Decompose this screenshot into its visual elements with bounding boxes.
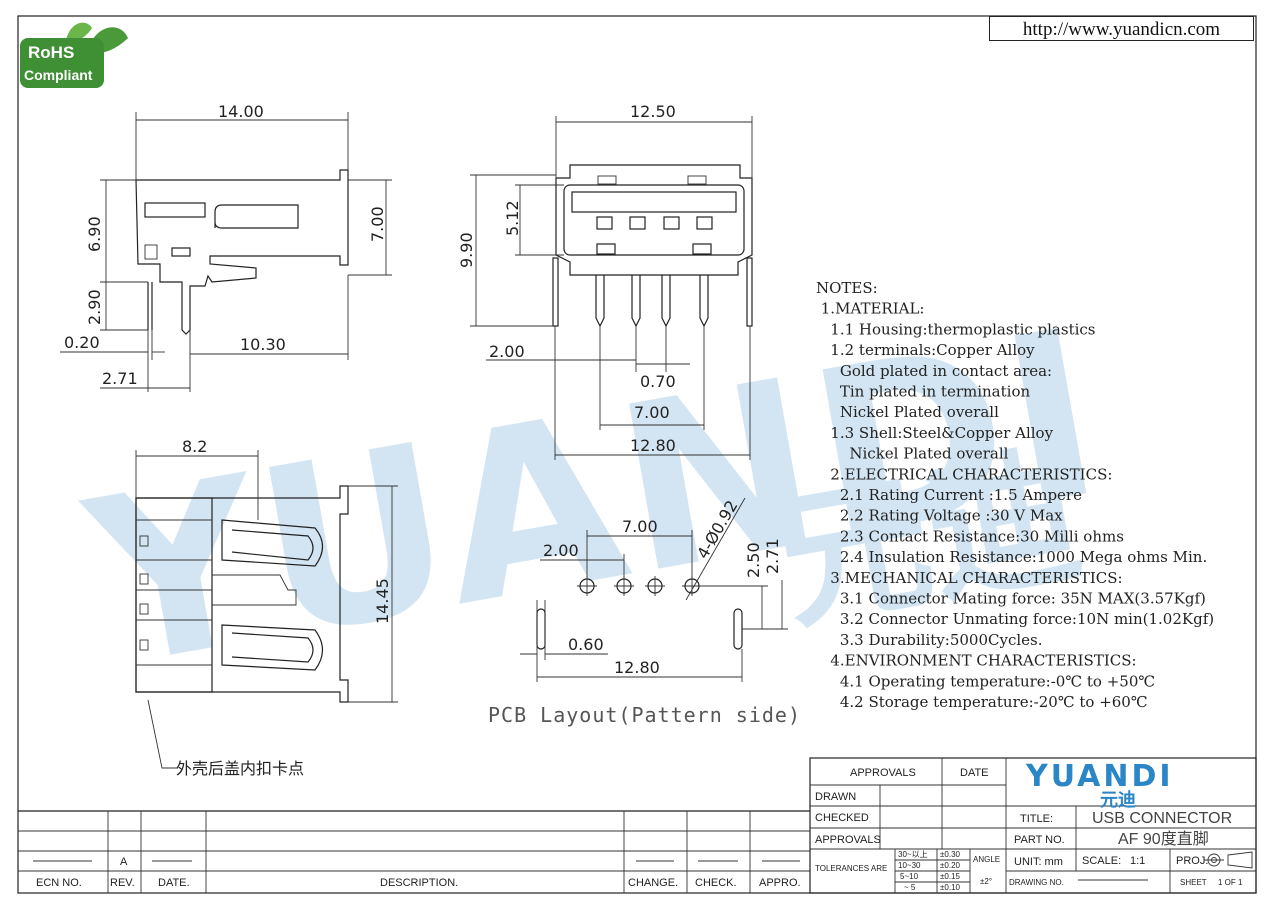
note-line: Gold plated in contact area: <box>816 362 1052 380</box>
col-date: DATE. <box>158 877 190 889</box>
col-description: DESCRIPTION. <box>380 877 458 889</box>
tb-scale-value: 1:1 <box>1130 855 1145 867</box>
dim-top-depth: 8.2 <box>182 437 207 456</box>
tb-company: YUANDI <box>1025 759 1174 794</box>
note-line: 3.MECHANICAL CHARACTERISTICS: <box>816 569 1123 587</box>
dim-side-t: 0.20 <box>64 333 100 352</box>
tb-angle-label: ANGLE <box>973 855 1000 864</box>
tb-checked: CHECKED <box>815 812 869 824</box>
dim-front-opening: 5.12 <box>503 200 522 236</box>
tb-tol-r2: 10~30 <box>898 861 921 870</box>
note-line: 1.2 terminals:Copper Alloy <box>816 341 1035 359</box>
projection-symbol-icon <box>1204 851 1253 869</box>
note-line: Nickel Plated overall <box>816 403 999 421</box>
website-url[interactable]: http://www.yuandicn.com <box>989 16 1254 41</box>
dim-side-h2: 7.00 <box>368 206 387 242</box>
note-line: 3.1 Connector Mating force: 35N MAX(3.57… <box>816 590 1206 608</box>
note-line: 2.ELECTRICAL CHARACTERISTICS: <box>816 465 1112 483</box>
tb-proj: PROJ. <box>1176 855 1208 867</box>
tb-angle-value: ±2° <box>980 877 992 886</box>
dim-side-offset: 10.30 <box>240 335 286 354</box>
note-line: 1.MATERIAL: <box>816 300 924 318</box>
dim-front-width: 12.50 <box>630 102 676 121</box>
note-line: 2.4 Insulation Resistance:1000 Mega ohms… <box>816 548 1207 566</box>
dim-front-pitch: 2.00 <box>489 342 525 361</box>
rev-value: A <box>120 856 128 868</box>
tb-tol-r4: ~ 5 <box>904 883 916 892</box>
col-rev: REV. <box>110 877 135 889</box>
tb-scale-label: SCALE: <box>1082 855 1121 867</box>
tb-sheet: SHEET <box>1180 878 1207 887</box>
col-ecn: ECN NO. <box>36 877 82 889</box>
note-line: 2.3 Contact Resistance:30 Milli ohms <box>816 527 1124 545</box>
tb-tol-r3: 5~10 <box>900 872 919 881</box>
tb-drawing-no: DRAWING NO. <box>1009 878 1064 887</box>
top-view: 8.2 14.45 外壳后盖内扣卡点 <box>135 437 398 778</box>
tb-tol-v1: ±0.30 <box>940 850 961 859</box>
col-change: CHANGE. <box>628 877 678 889</box>
note-line: 2.2 Rating Voltage :30 V Max <box>816 507 1063 525</box>
compliant-text: Compliant <box>24 67 93 83</box>
dim-front-overall: 12.80 <box>630 436 676 455</box>
dim-pcb-slot: 0.60 <box>568 635 604 654</box>
note-line: 4.2 Storage temperature:-20℃ to +60℃ <box>816 693 1148 711</box>
rohs-badge <box>20 38 104 88</box>
note-line: NOTES: <box>816 279 878 297</box>
dim-pcb-pitch: 2.00 <box>543 541 579 560</box>
dim-side-width: 14.00 <box>218 102 264 121</box>
tb-tol-label: TOLERANCES ARE <box>815 864 887 873</box>
note-line: Nickel Plated overall <box>816 445 1009 463</box>
tb-tol-v3: ±0.15 <box>940 872 961 881</box>
dim-top-length: 14.45 <box>373 578 392 624</box>
title-block: APPROVALS DATE DRAWN CHECKED APPROVALS Y… <box>809 757 1257 894</box>
front-view: 12.50 5.12 9.90 2.00 0.70 7.00 12.80 <box>457 102 753 460</box>
tb-sheet-value: 1 OF 1 <box>1218 878 1243 887</box>
rohs-text: RoHS <box>28 43 74 62</box>
note-line: Tin plated in termination <box>816 383 1030 401</box>
note-line: 1.3 Shell:Steel&Copper Alloy <box>816 424 1054 442</box>
tb-part-value: AF 90度直脚 <box>1118 830 1209 848</box>
side-view: 14.00 6.90 2.90 7.00 0.20 10.30 2.71 <box>60 102 392 392</box>
dim-front-span: 7.00 <box>634 403 670 422</box>
dim-side-pin-pos: 2.71 <box>102 369 138 388</box>
dim-pcb-overall: 12.80 <box>614 658 660 677</box>
leaf-icon-2 <box>66 22 92 42</box>
dim-front-height: 9.90 <box>457 232 476 268</box>
tb-title-label: TITLE: <box>1020 813 1053 825</box>
note-line: 1.1 Housing:thermoplastic plastics <box>816 320 1096 338</box>
notes: NOTES: 1.MATERIAL: 1.1 Housing:thermopla… <box>816 279 1214 711</box>
sheet-border <box>17 15 1257 894</box>
tb-unit: UNIT: mm <box>1014 856 1063 868</box>
note-line: 4.ENVIRONMENT CHARACTERISTICS: <box>816 652 1137 670</box>
col-check: CHECK. <box>695 877 737 889</box>
note-line: 2.1 Rating Current :1.5 Ampere <box>816 486 1082 504</box>
note-line: 4.1 Operating temperature:-0℃ to +50℃ <box>816 672 1155 690</box>
tb-tol-v4: ±0.10 <box>940 883 961 892</box>
revision-block: A ECN NO. REV. DATE. DESCRIPTION. CHANGE… <box>18 810 810 893</box>
tb-approvals: APPROVALS <box>850 767 916 779</box>
dim-pcb-row1: 2.50 <box>744 542 763 578</box>
tb-drawn: DRAWN <box>815 791 856 803</box>
pcb-caption: PCB Layout(Pattern side) <box>488 703 801 727</box>
rohs-logo: RoHS Compliant <box>20 22 128 88</box>
callout-rear-latch: 外壳后盖内扣卡点 <box>176 759 304 778</box>
dim-side-h1: 6.90 <box>85 216 104 252</box>
dim-front-pin-w: 0.70 <box>640 372 676 391</box>
tb-tol-r1: 30~以上 <box>898 850 928 859</box>
tb-date: DATE <box>960 767 989 779</box>
dim-pcb-span: 7.00 <box>622 517 658 536</box>
col-appro: APPRO. <box>759 877 801 889</box>
tb-title-value: USB CONNECTOR <box>1092 810 1232 827</box>
note-line: 3.2 Connector Unmating force:10N min(1.0… <box>816 610 1214 628</box>
tb-tol-v2: ±0.20 <box>940 861 961 870</box>
dim-pcb-row2: 2.71 <box>763 538 782 574</box>
dim-side-pin: 2.90 <box>85 289 104 325</box>
tb-approvals2: APPROVALS <box>815 834 881 846</box>
tb-part-label: PART NO. <box>1014 834 1065 846</box>
tb-company-cjk: 元迪 <box>1100 790 1136 811</box>
note-line: 3.3 Durability:5000Cycles. <box>816 631 1042 649</box>
